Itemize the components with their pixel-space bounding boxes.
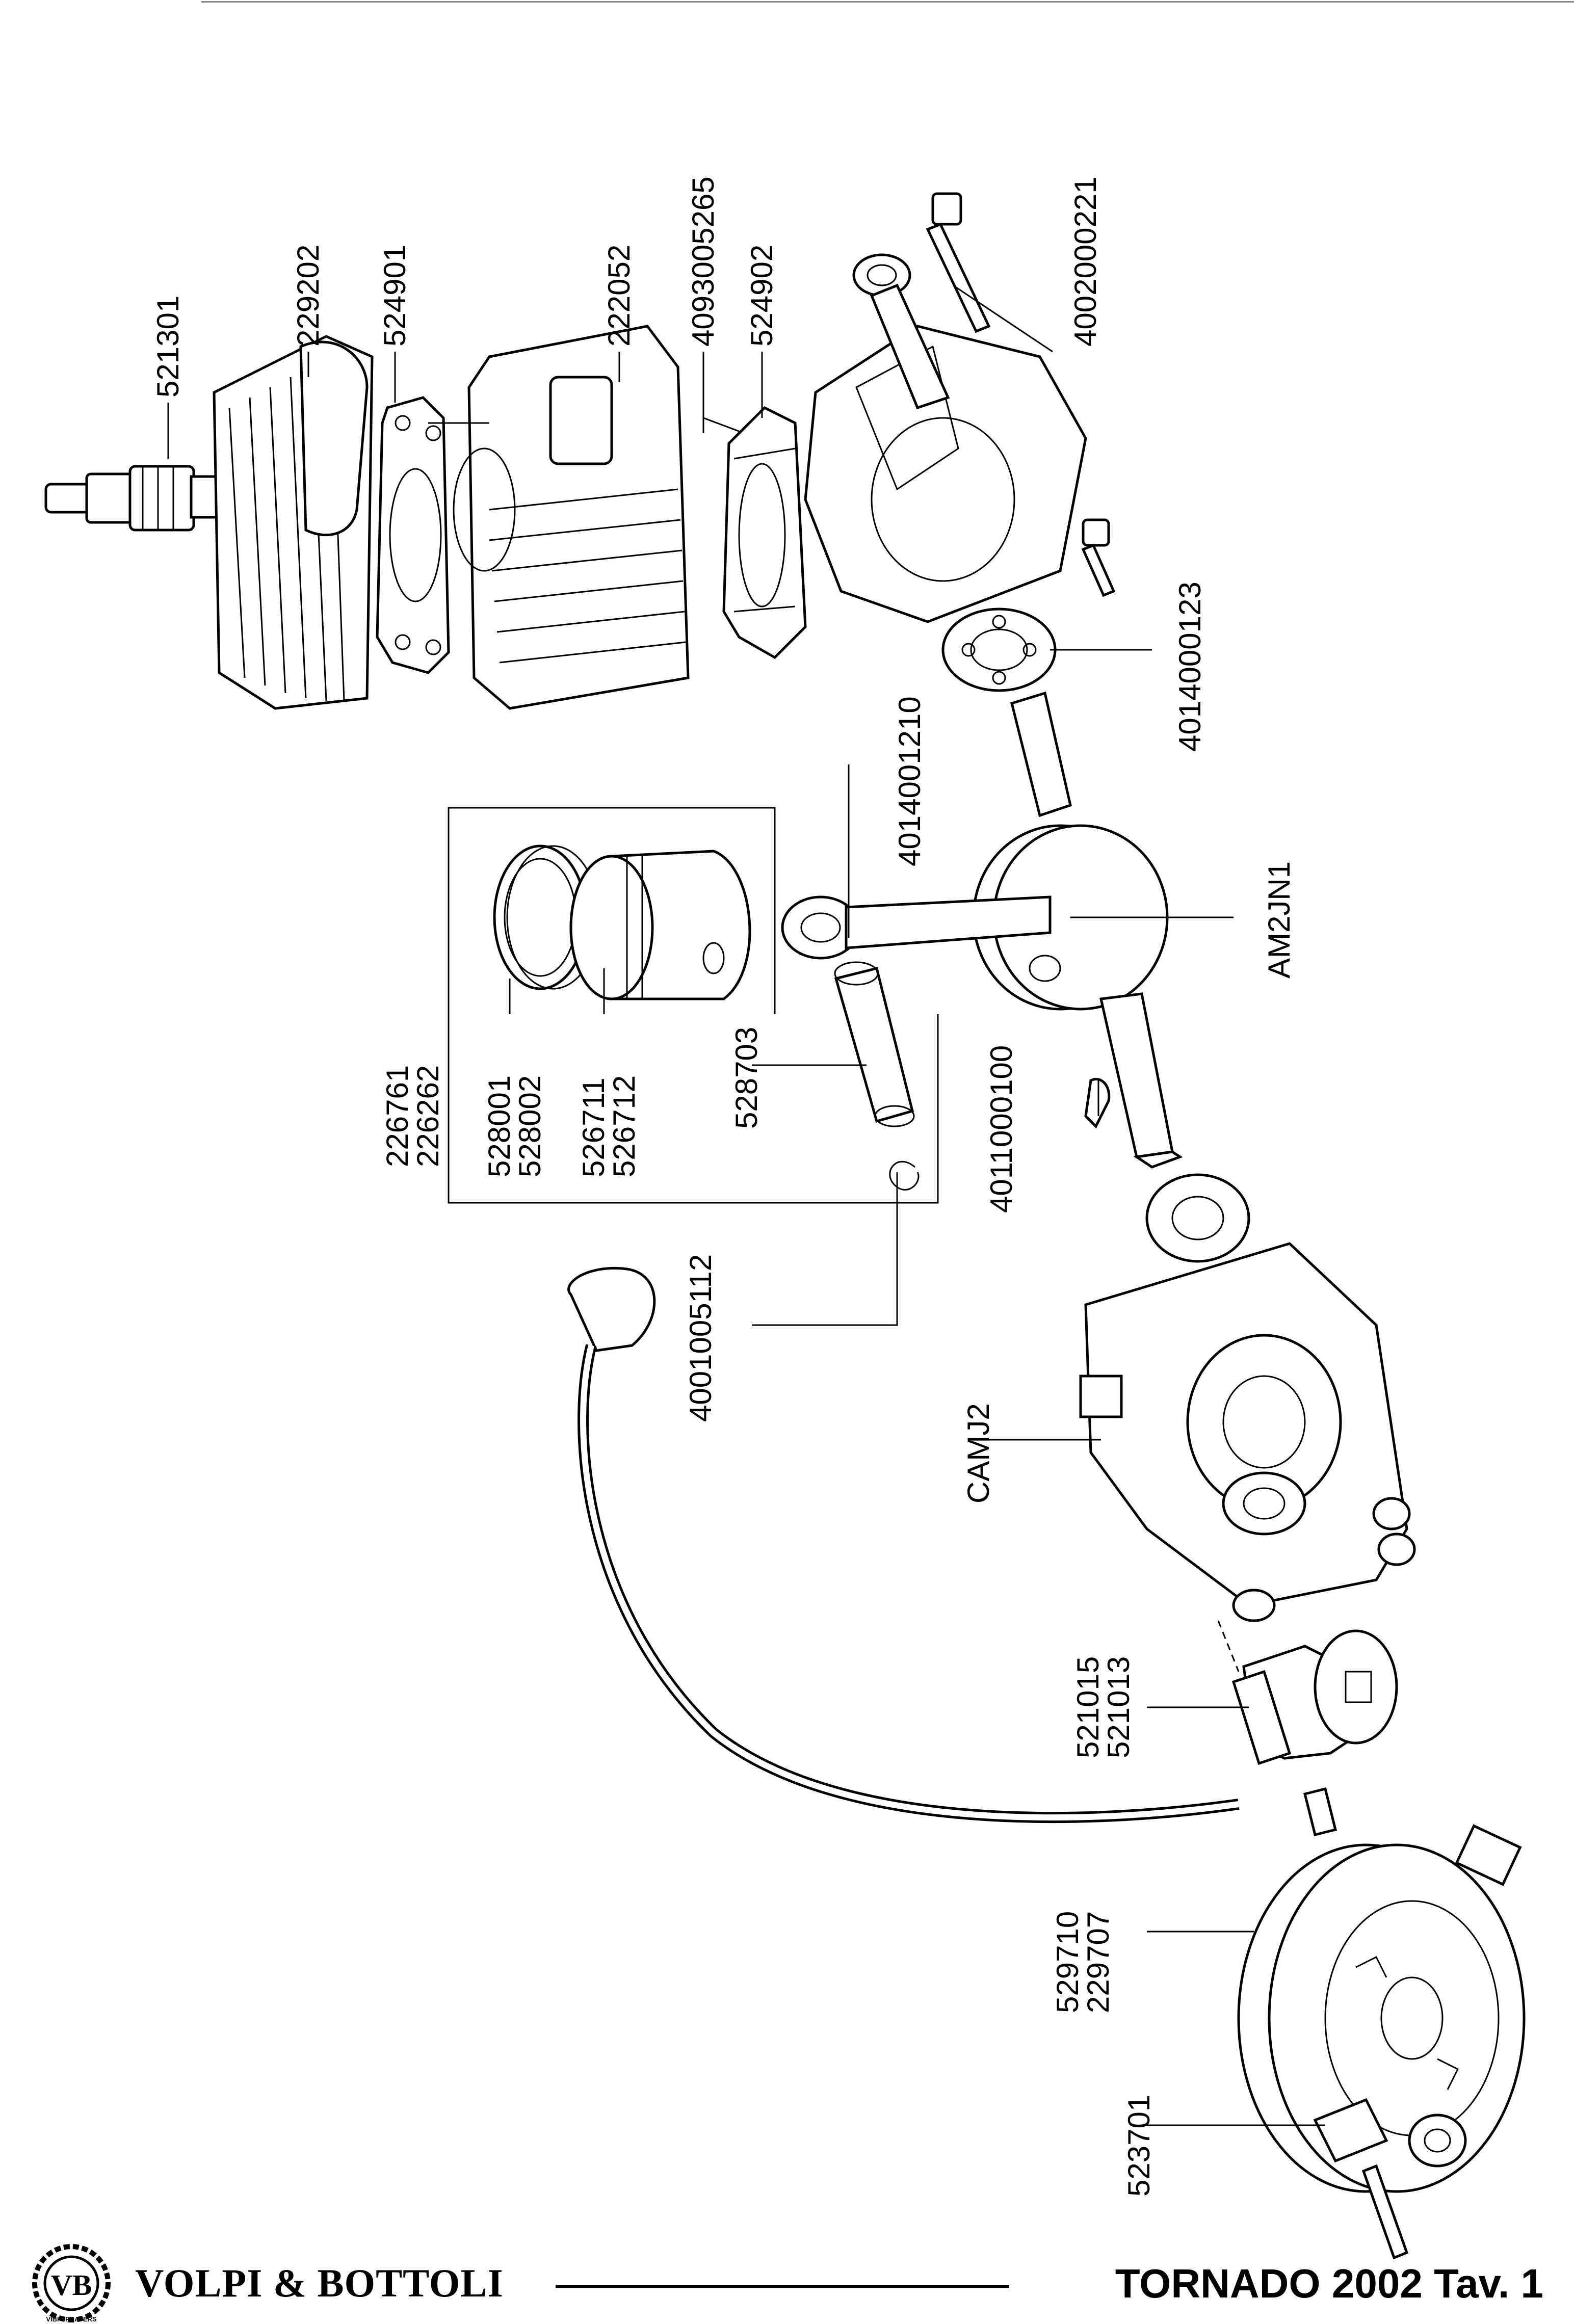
label-ignition-a: 521015 [1071,1656,1105,1758]
small-screw-drawing [1081,518,1116,597]
label-ring-a: 528001 [482,1075,516,1177]
label-ring-b: 528002 [513,1075,547,1177]
crankcase-upper-drawing [804,325,1087,623]
model-title: TORNADO 2002 Tav. 1 [1115,2261,1543,2306]
base-gasket-drawing [722,406,807,659]
long-screw-drawing [926,192,991,333]
label-base-gasket: 524902 [745,245,779,347]
label-piston-b: 526712 [607,1075,641,1177]
circlip-drawing [889,1160,920,1191]
label-piston-kit-a: 226761 [380,1065,414,1167]
cylinder-head-drawing [213,335,374,710]
label-ignition-b: 521013 [1101,1656,1136,1758]
label-cylinder: 222052 [602,245,636,347]
label-piston-kit-b: 226262 [411,1065,445,1167]
piston-drawing [569,850,751,1000]
label-piston-pin: 528703 [729,1027,764,1129]
piston-rings-drawing [493,844,600,990]
label-crankshaft: AM2JN1 [1262,861,1296,979]
label-crankcase: CAMJ2 [961,1403,995,1503]
label-head-gasket: 524901 [378,245,412,347]
label-screw-long: 4002000221 [1068,176,1103,347]
cylinder-drawing [428,325,745,710]
nut-drawing [1313,2098,1467,2260]
ht-cable-drawing [567,1267,1240,1824]
parts-artwork [44,192,1526,2260]
label-piston-a: 526711 [576,1077,611,1177]
brand-logo: VB VIBI SPRAYERS [32,2244,111,2323]
lower-bearing-drawing [1145,1173,1250,1263]
label-key: 4011000100 [984,1045,1018,1213]
conrod-drawing [781,895,1052,960]
label-head-cover: 229202 [291,245,325,347]
page-footer: VB VIBI SPRAYERS VOLPI & BOTTOLI TORNADO… [0,2240,1574,2324]
head-gasket-drawing [376,396,450,674]
spark-plug-drawing [44,465,223,532]
label-spark-plug: 521301 [151,296,185,398]
label-flywheel-a: 529710 [1051,1911,1085,2013]
key-drawing [1084,1077,1111,1129]
piston-group-frame [448,807,939,1204]
label-needle-bearing: 4014001210 [893,696,927,866]
label-flywheel-b: 229707 [1081,1911,1115,2013]
small-conrod-drawing [852,253,950,410]
label-bearing-upper: 4014000123 [1173,582,1207,752]
label-nut: 523701 [1122,2095,1156,2197]
brand-name: VOLPI & BOTTOLI [135,2261,504,2305]
logo-initials: VB [51,2268,92,2302]
label-circlip: 4001005112 [684,1254,718,1422]
piston-pin-drawing [834,961,915,1127]
ignition-coil-drawing [1231,1629,1398,1765]
part-labels: 521301 229202 524901 222052 4093005265 5… [151,176,1296,2197]
top-border-line [201,1,1574,3]
logo-ring-text: VIBI SPRAYERS [46,2315,97,2323]
upper-bearing-drawing [941,608,1057,692]
footer-rule [556,2285,1009,2288]
label-stud: 4093005265 [686,176,720,347]
flywheel-drawing [1237,1787,1526,2193]
leader-lines [167,284,1325,2126]
crankcase-drawing [1079,1242,1416,1672]
